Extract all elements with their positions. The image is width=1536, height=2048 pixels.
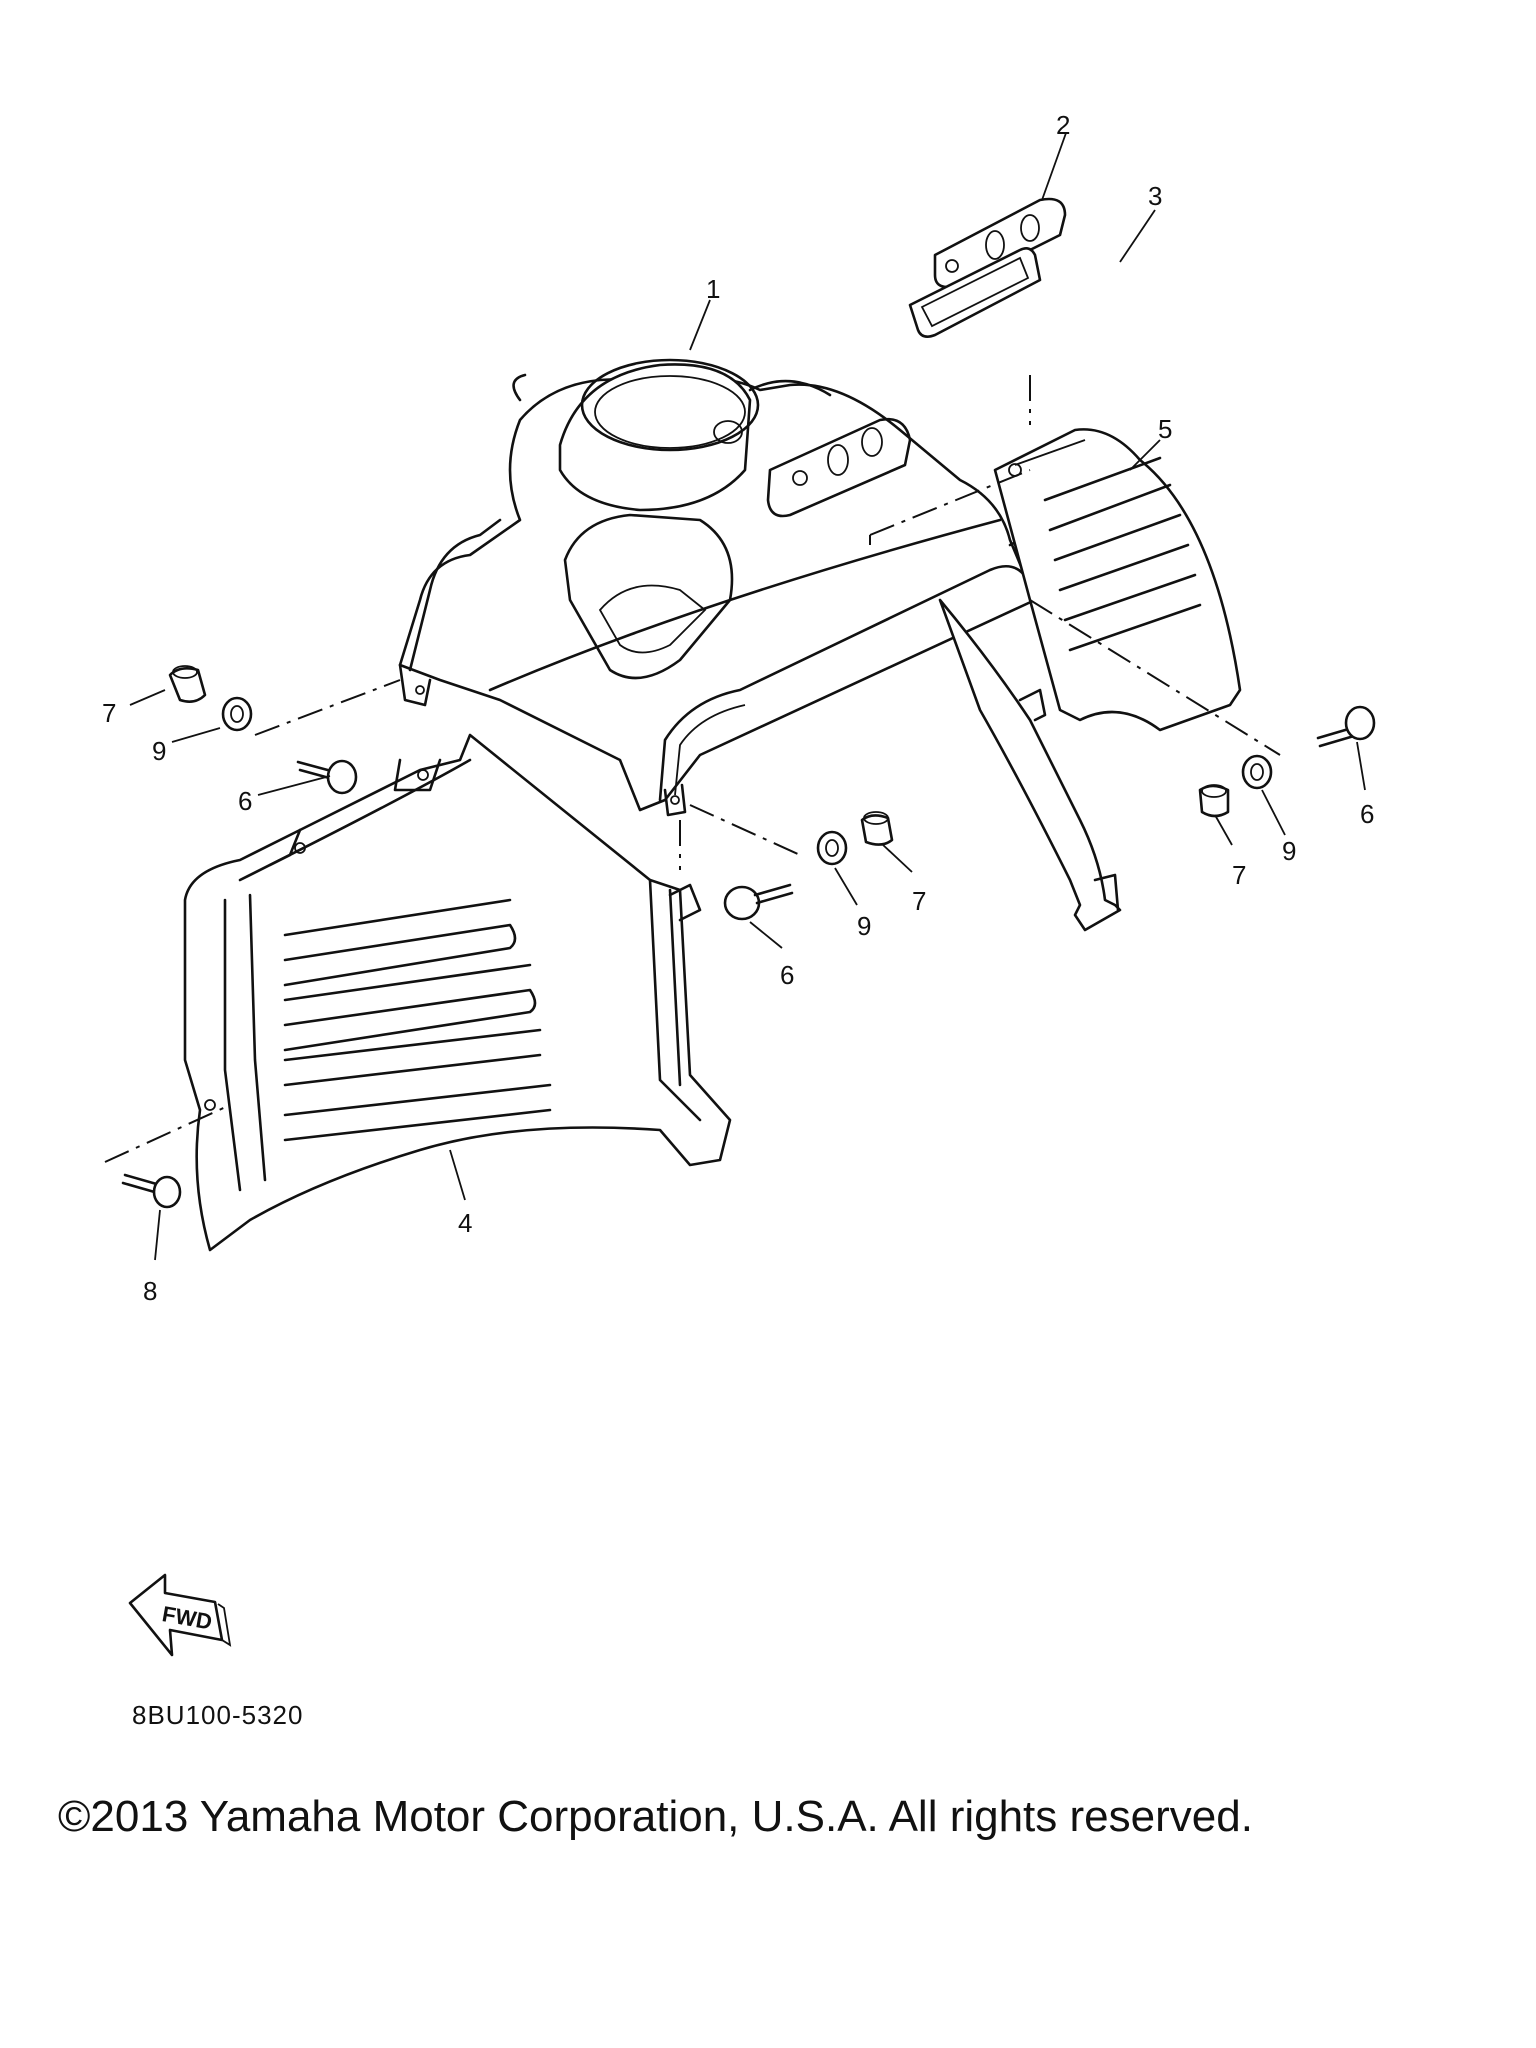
- part-3-gasket: [908, 247, 1042, 338]
- callout-7-center: 7: [912, 886, 926, 916]
- part-1-front-cover: [398, 358, 1043, 817]
- part-5-side-panel-right: [938, 428, 1242, 932]
- callout-8: 8: [143, 1276, 157, 1306]
- part-4-side-panel-left: [183, 733, 732, 1252]
- callout-5: 5: [1158, 414, 1172, 444]
- fwd-arrow-icon: FWD: [128, 1573, 232, 1657]
- fastener-washer-9-left: [221, 696, 253, 732]
- callout-7-left: 7: [102, 698, 116, 728]
- callout-6-center: 6: [780, 960, 794, 990]
- part-2-bezel: [933, 197, 1067, 289]
- fastener-nut-7-right: [1198, 784, 1230, 818]
- callout-9-center: 9: [857, 911, 871, 941]
- callout-6-right: 6: [1360, 799, 1374, 829]
- callout-6-left: 6: [238, 786, 252, 816]
- callout-1: 1: [706, 274, 720, 304]
- assembly-lines: [104, 375, 1281, 1163]
- fastener-nut-7-center: [860, 811, 894, 846]
- fastener-washer-9-right: [1241, 754, 1273, 790]
- fastener-nut-7-left: [168, 665, 207, 703]
- fastener-washer-9-center: [816, 830, 848, 866]
- fastener-bolt-6-right: [1316, 705, 1376, 748]
- copyright-notice: ©2013 Yamaha Motor Corporation, U.S.A. A…: [58, 1792, 1253, 1841]
- diagram-code: 8BU100-5320: [132, 1700, 304, 1730]
- callout-2: 2: [1056, 110, 1070, 140]
- leader-lines: [129, 132, 1366, 1261]
- fastener-bolt-6-center: [723, 883, 794, 921]
- callout-9-right: 9: [1282, 836, 1296, 866]
- callout-4: 4: [458, 1208, 472, 1238]
- callout-9-left: 9: [152, 736, 166, 766]
- callout-7-right: 7: [1232, 860, 1246, 890]
- fastener-screw-8: [121, 1173, 182, 1209]
- callout-3: 3: [1148, 181, 1162, 211]
